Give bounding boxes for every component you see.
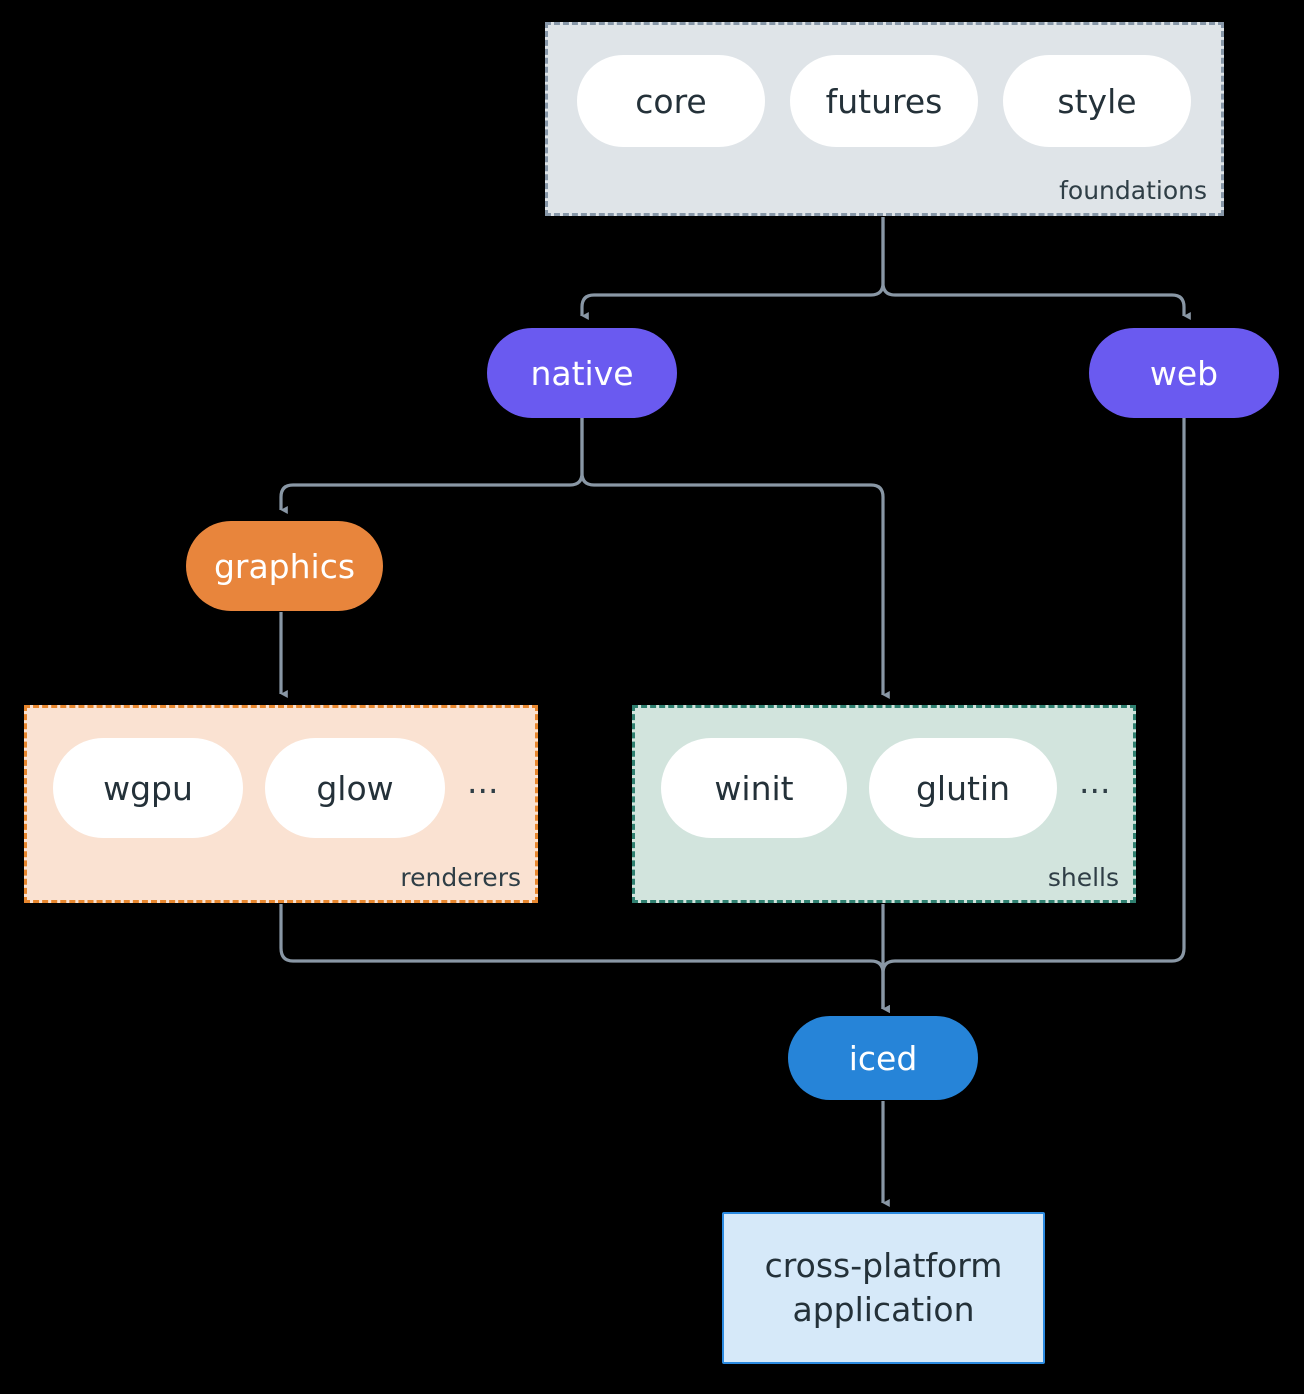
- pill-core-label: core: [635, 81, 707, 121]
- edge-foundations-native: [580, 217, 885, 320]
- node-web-label: web: [1149, 353, 1219, 393]
- pill-wgpu-label: wgpu: [103, 768, 193, 808]
- node-iced-label: iced: [848, 1038, 918, 1078]
- renderers-pill-row: wgpu glow ...: [53, 738, 498, 838]
- node-iced[interactable]: iced: [788, 1016, 978, 1100]
- edge-renderers-iced: [279, 904, 890, 1013]
- cluster-label-renderers: renderers: [400, 863, 521, 892]
- pill-glutin[interactable]: glutin: [869, 738, 1057, 838]
- cluster-label-shells: shells: [1047, 863, 1119, 892]
- pill-winit[interactable]: winit: [661, 738, 847, 838]
- shells-ellipsis: ...: [1079, 761, 1111, 801]
- pill-futures-label: futures: [825, 81, 943, 121]
- pill-glow-label: glow: [316, 768, 394, 808]
- pill-core[interactable]: core: [577, 55, 765, 147]
- node-graphics-label: graphics: [213, 546, 356, 586]
- node-graphics[interactable]: graphics: [186, 521, 383, 611]
- node-web[interactable]: web: [1089, 328, 1279, 418]
- pill-futures[interactable]: futures: [790, 55, 978, 147]
- application-label-line1: cross-platform: [764, 1246, 1003, 1286]
- pill-style-label: style: [1057, 81, 1137, 121]
- pill-glutin-label: glutin: [915, 768, 1011, 808]
- edge-foundations-web: [881, 217, 1191, 320]
- renderers-ellipsis: ...: [467, 761, 499, 801]
- cluster-label-foundations: foundations: [1059, 176, 1207, 205]
- node-native[interactable]: native: [487, 328, 677, 418]
- shells-pill-row: winit glutin ...: [661, 738, 1110, 838]
- pill-glow[interactable]: glow: [265, 738, 445, 838]
- pill-style[interactable]: style: [1003, 55, 1191, 147]
- cluster-renderers: wgpu glow ... renderers: [24, 705, 538, 903]
- edge-native-graphics: [279, 418, 584, 514]
- edge-native-shells: [580, 418, 890, 699]
- node-native-label: native: [530, 353, 634, 393]
- pill-wgpu[interactable]: wgpu: [53, 738, 243, 838]
- cluster-shells: winit glutin ... shells: [632, 705, 1136, 903]
- node-application[interactable]: cross-platform application: [722, 1212, 1045, 1364]
- foundations-pill-row: core futures style: [577, 55, 1191, 147]
- application-label-line2: application: [792, 1290, 975, 1329]
- cluster-foundations: core futures style foundations: [545, 22, 1224, 216]
- pill-winit-label: winit: [714, 768, 794, 808]
